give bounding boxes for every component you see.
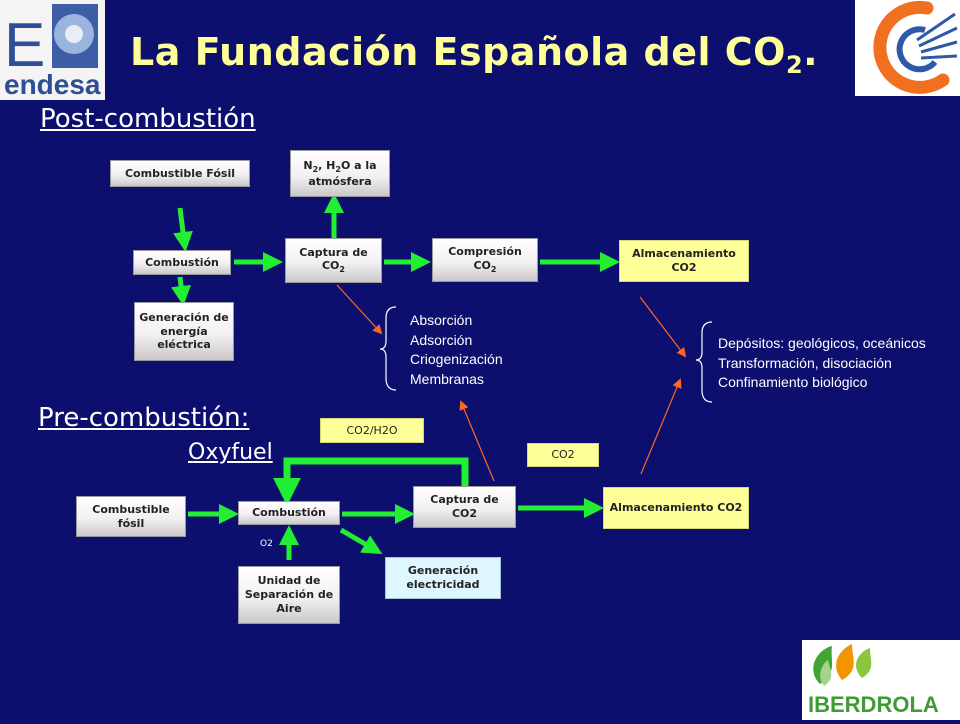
iberdrola-logo-text: IBERDROLA [808,692,939,717]
arrow-fosil-to-combustion [173,207,193,252]
iberdrola-logo-graphic: IBERDROLA [802,640,960,720]
endesa-logo-graphic: E endesa [0,0,105,100]
endesa-logo-text: endesa [4,69,101,100]
arrow-pre-captura-to-methods [459,400,495,482]
oxyfuel-label: Oxyfuel [188,440,273,465]
arrow-captura-to-methods [336,284,383,335]
capture-methods-list: Absorción Adsorción Criogenización Membr… [410,311,503,389]
page-title: La Fundación Española del CO2. [130,30,819,79]
box-combustible-fosil: Combustible Fósil [110,160,250,187]
storage-item: Confinamiento biológico [718,374,868,390]
o2-label: O2 [260,539,273,549]
box-pre-combustion: Combustión [238,501,340,525]
box-co2: CO2 [527,443,599,467]
method-item: Absorción [410,312,473,328]
box-combustion: Combustión [133,250,231,275]
method-item: Adsorción [410,331,473,348]
box-almacenamiento-pre: Almacenamiento CO2 [603,487,749,529]
endesa-logo: E endesa [0,0,105,100]
box-unidad-separacion: Unidad de Separación de Aire [238,566,340,624]
arrow-almacenamiento-to-storage [639,296,687,358]
method-item: Criogenización [410,351,503,367]
post-combustion-label: Post-combustión [40,104,256,134]
box-compresion-co2: Compresión CO2 [432,238,538,282]
box-pre-combustible-fosil: Combustible fósil [76,496,186,537]
fundacion-logo [855,0,960,96]
arrow-combustion-to-generacion [171,276,191,306]
box-generacion-electricidad: Generación electricidad [385,557,501,599]
storage-item: Transformación, disociación [718,354,892,371]
storage-options-list: Depósitos: geológicos, oceánicos Transfo… [718,334,926,393]
box-generacion-energia: Generación de energía eléctrica [134,302,234,361]
box-pre-captura: Captura de CO2 [413,486,516,528]
storage-item: Depósitos: geológicos, oceánicos [718,335,926,351]
endesa-logo-mark: E [4,11,45,80]
iberdrola-logo: IBERDROLA [802,640,960,720]
box-almacenamiento-post: Almacenamiento CO2 [619,240,749,282]
box-captura-co2: Captura de CO2 [285,238,382,283]
arrow-recycle-loop [273,457,469,506]
method-item: Membranas [410,370,484,387]
arrow-combustion-to-generacion-electricidad [339,527,383,555]
brace-storage [695,321,713,403]
pre-combustion-label: Pre-combustión: [38,403,250,433]
arrow-pre-almacenamiento-to-storage [640,378,682,475]
box-co2-h2o: CO2/H2O [320,418,424,443]
brace-methods [379,306,397,391]
fundacion-logo-graphic [855,0,960,96]
